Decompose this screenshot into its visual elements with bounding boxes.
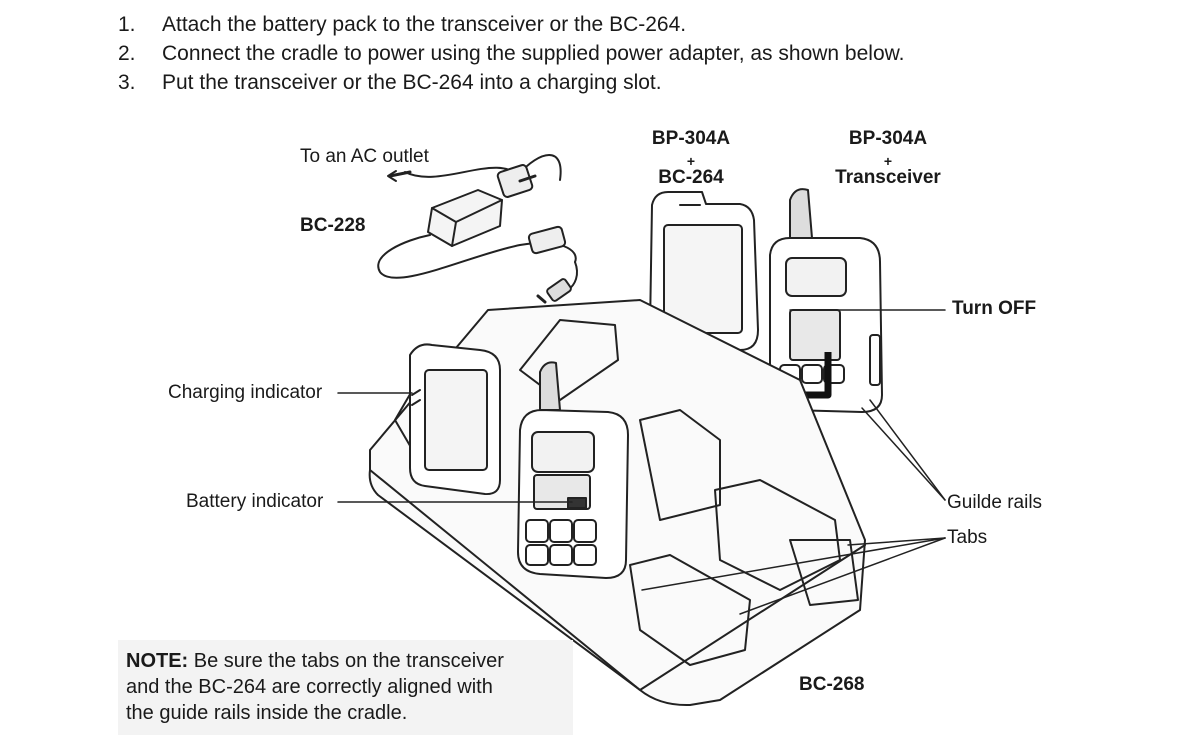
cradle-label: BC-268 <box>799 674 865 695</box>
guide-rail-leader-2 <box>861 407 946 501</box>
transceiver-drawing <box>769 188 883 413</box>
note-line-1: NOTE: Be sure the tabs on the transceive… <box>126 648 504 674</box>
step-number: 2. <box>118 42 136 65</box>
pack1-label-line2: BC-264 <box>658 167 724 188</box>
step-2: 2. Connect the cradle to power using the … <box>118 39 904 68</box>
charging-indicator-label: Charging indicator <box>168 382 323 403</box>
tabs-leader-3 <box>739 537 946 615</box>
note-line-2: and the BC-264 are correctly aligned wit… <box>126 676 493 698</box>
transceiver-in-cradle-drawing <box>517 361 629 579</box>
leader-lines <box>337 309 946 615</box>
step-text: Connect the cradle to power using the su… <box>162 42 905 65</box>
step-number: 1. <box>118 13 136 36</box>
instruction-steps: 1. Attach the battery pack to the transce… <box>118 10 904 97</box>
pack1-label-line1: BP-304A <box>651 128 731 149</box>
step-3: 3. Put the transceiver or the BC-264 into… <box>118 68 904 97</box>
step-number: 3. <box>118 71 136 94</box>
step-text: Put the transceiver or the BC-264 into a… <box>162 71 662 94</box>
tabs-leader-2 <box>641 537 946 591</box>
step-text: Attach the battery pack to the transceiv… <box>162 13 687 36</box>
power-adapter-drawing <box>377 154 578 304</box>
ac-outlet-label: To an AC outlet <box>300 146 429 167</box>
turn-off-label: Turn OFF <box>952 298 1037 319</box>
tabs-leader-1 <box>847 537 946 546</box>
guide-rails-label: Guilde rails <box>947 492 1043 513</box>
guide-rail-leader-1 <box>869 399 946 501</box>
pack2-label-line1: BP-304A <box>848 128 928 149</box>
note-line-1-text: Be sure the tabs on the transceiver <box>188 650 504 672</box>
adapter-label: BC-228 <box>300 215 366 236</box>
bc264-in-cradle-drawing <box>409 343 501 496</box>
pack2-label-plus: + <box>883 153 893 169</box>
note-heading: NOTE: <box>126 650 189 672</box>
battery-indicator-label: Battery indicator <box>186 491 324 512</box>
step-1: 1. Attach the battery pack to the transce… <box>118 10 904 39</box>
note-box: NOTE: Be sure the tabs on the transceive… <box>118 640 573 735</box>
tabs-label: Tabs <box>947 527 988 548</box>
pack1-label-plus: + <box>686 153 696 169</box>
pack2-label-line2: Transceiver <box>835 167 941 188</box>
note-line-3: the guide rails inside the cradle. <box>126 702 408 724</box>
